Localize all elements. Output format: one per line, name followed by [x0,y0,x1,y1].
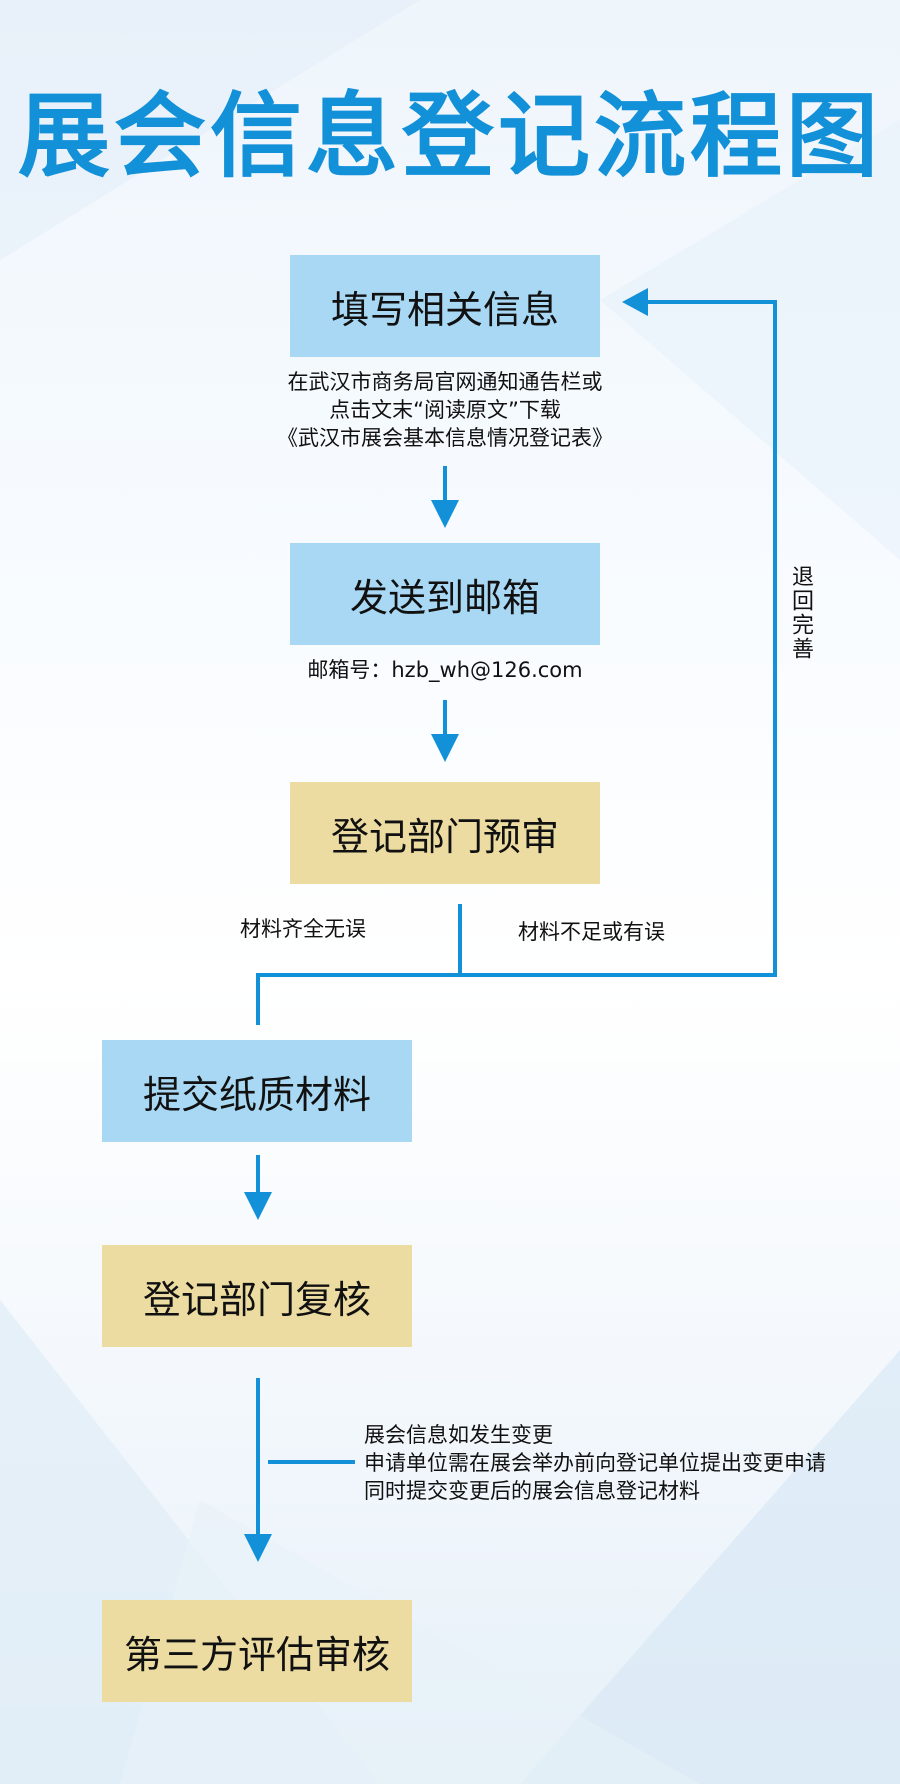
change-note-line-3: 同时提交变更后的展会信息登记材料 [364,1479,700,1503]
download-note: 在武汉市商务局官网通知通告栏或 点击文末“阅读原文”下载 《武汉市展会基本信息情… [250,368,640,452]
step-third-party: 第三方评估审核 [102,1600,412,1702]
change-note-line-2: 申请单位需在展会举办前向登记单位提出变更申请 [364,1451,826,1475]
arrowhead-return [622,288,648,316]
insufficient-label: 材料不足或有误 [518,920,665,944]
arrowhead-send [431,500,459,528]
complete-label: 材料齐全无误 [240,917,366,941]
email-note: 邮箱号：hzb_wh@126.com [307,658,583,682]
arrowhead-recheck [244,1192,272,1220]
step-recheck: 登记部门复核 [102,1245,412,1347]
page-title: 展会信息登记流程图 [17,83,882,190]
change-note: 展会信息如发生变更 申请单位需在展会举办前向登记单位提出变更申请 同时提交变更后… [364,1421,894,1505]
download-note-line-2: 点击文末“阅读原文”下载 [329,398,561,422]
step-fill-info: 填写相关信息 [290,255,600,357]
download-note-line-1: 在武汉市商务局官网通知通告栏或 [287,370,603,394]
step-send-email: 发送到邮箱 [290,543,600,645]
step-pre-review: 登记部门预审 [290,782,600,884]
change-note-line-1: 展会信息如发生变更 [364,1423,553,1447]
line-to-submit [256,973,775,1025]
step-submit-paper: 提交纸质材料 [102,1040,412,1142]
arrowhead-thirdparty [244,1534,272,1562]
arrowhead-prereview [431,734,459,762]
download-note-line-3: 《武汉市展会基本信息情况登记表》 [277,426,613,450]
line-return-loop [460,300,777,977]
return-label: 退回完善 [788,565,813,661]
